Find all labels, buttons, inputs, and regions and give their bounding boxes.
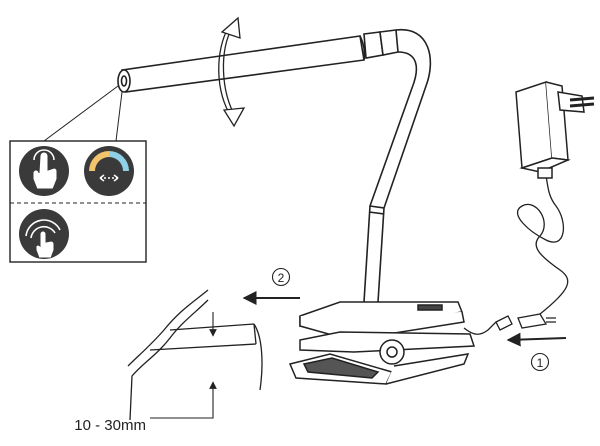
color-temperature-icon [84, 146, 134, 196]
power-adapter [515, 80, 595, 179]
gooseneck-arm [363, 29, 432, 303]
table-edge [127, 289, 263, 421]
step-2-arrow: 2 [242, 267, 300, 305]
lamp-head [117, 29, 399, 93]
clamp-base [288, 301, 476, 385]
thickness-dimension [150, 312, 217, 419]
step-2-number: 2 [278, 271, 285, 285]
control-panel [9, 140, 147, 263]
touch-switch-icon [19, 146, 69, 196]
power-cable [463, 175, 569, 335]
rotation-arrow [218, 16, 246, 128]
step-1-number: 1 [537, 356, 544, 370]
thickness-range-label: 10 - 30mm [74, 417, 146, 434]
step-1-arrow: 1 [506, 332, 567, 372]
callout-lines [43, 85, 123, 142]
dimming-swipe-icon [19, 209, 69, 259]
